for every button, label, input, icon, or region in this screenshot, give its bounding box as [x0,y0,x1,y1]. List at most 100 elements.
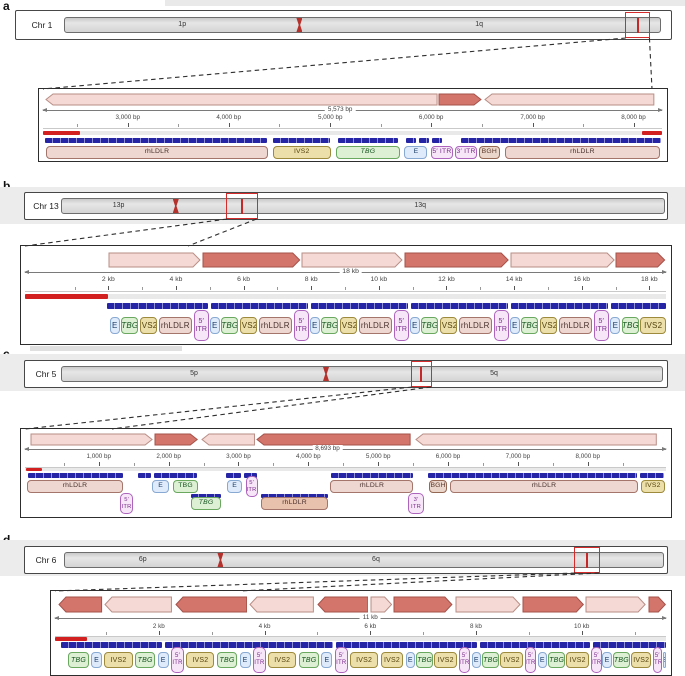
chromosome-bar: 6p 6q [64,552,664,568]
major-tick [587,462,589,466]
coverage-segment [244,473,258,478]
tick-label: 18 kb [641,276,658,283]
feature-3itr: 3′ITR [408,493,424,514]
ruler-arrowhead-right [662,270,667,274]
coverage-segment [27,473,124,478]
transcript-arrow-shape [154,433,198,446]
major-tick [238,462,240,466]
transcript-arrow-shape [108,252,201,268]
arm-label-q: 6q [372,556,380,563]
feature-ivs2: IVS2 [434,652,458,668]
feature-e: E [321,652,333,668]
transcript-arrow [455,596,521,613]
transcript-arrow [316,596,369,613]
minor-tick [211,632,213,635]
coverage-segment [61,642,162,648]
feature-ivs2: IVS2 [350,652,379,668]
background-strip [165,0,685,6]
feature-label-line: ITR [591,660,602,666]
minor-tick [74,287,76,290]
integration-site-marker [410,361,433,387]
minor-tick [482,463,484,466]
feature-ivs2: IVS2 [566,652,589,668]
coverage-segment [154,473,198,478]
coverage-segment [310,303,409,309]
integration-site-tick [420,367,423,382]
feature-rhldlr: rhLDLR [458,317,492,334]
feature-rhldlr: rhLDLR [258,317,292,334]
red-region-mark [55,637,88,641]
feature-label-line: 3′ [413,497,419,504]
feature-label-line: ITR [459,660,470,666]
tick-label: 5,000 bp [317,114,343,121]
transcript-arrow-shape [201,433,256,446]
major-tick [514,286,516,290]
major-tick [370,631,372,635]
feature-label-line: ITR [495,325,508,333]
minor-tick [142,287,144,290]
major-tick [168,462,170,466]
ruler-span-label: 5,573 bp [324,105,356,113]
feature-tbg: TBG [173,480,199,493]
coverage-segment [273,138,331,143]
major-tick [649,286,651,290]
feature-e: E [610,317,621,334]
feature-label-line: 5′ [527,653,533,660]
ruler-arrowhead-right [662,616,667,620]
transcript-arrow [585,596,647,613]
coverage-segment [226,473,241,478]
integration-site-marker [574,547,600,573]
feature-rhldlr: rhLDLR [358,317,392,334]
centromere-icon [172,199,179,213]
transcript-arrow [249,596,315,613]
feature-label-line: 5′ [498,317,505,325]
transcript-arrow [615,252,666,268]
feature-rhldlr: rhLDLR [504,146,661,159]
transcript-arrow-shape [483,93,655,106]
feature-5itr: 5′ITR [293,310,309,341]
feature-tbg: TBG [68,652,89,668]
arm-label-q: 1q [475,21,484,28]
feature-ivs2: IVS2 [631,652,652,668]
transcript-arrow [404,252,509,268]
minor-tick [480,287,482,290]
coverage-segment [479,642,590,648]
feature-label-line: ITR [411,503,421,510]
feature-ivs2: IVS2 [139,317,158,334]
integration-site-tick [636,18,639,33]
feature-e: E [109,317,120,334]
ruler-span-line [25,449,666,450]
coverage-segment [428,473,638,478]
minor-tick [203,463,205,466]
chromosome-name: Chr 1 [31,19,53,30]
zoom-connector-line [111,386,432,430]
feature-label-line: 5′ [249,480,254,487]
ruler-arrowhead-left [54,616,59,620]
tick-label: 4 kb [258,623,271,630]
tick-label: 8,000 bp [575,453,601,460]
transcript-arrow [30,433,154,446]
feature-e: E [309,317,320,334]
coverage-segment [336,642,477,648]
region-lane [43,131,662,135]
feature-label-line: ITR [121,503,132,510]
coverage-segment [432,138,442,143]
feature-e: E [226,480,243,493]
integration-site-tick [240,199,243,214]
major-tick [448,462,450,466]
arm-label-p: 6p [138,556,147,563]
coverage-segment [510,303,609,309]
feature-e: E [404,146,428,159]
tick-label: 6 kb [364,623,377,630]
tick-label: 1,000 bp [86,453,111,460]
feature-tbg: TBG [135,652,156,668]
major-tick [475,631,477,635]
transcript-arrow-shape [202,252,301,268]
zoom-connector-line [24,386,413,430]
minor-tick [106,632,108,635]
major-tick [311,286,313,290]
panel-letter-b: b [3,179,11,193]
